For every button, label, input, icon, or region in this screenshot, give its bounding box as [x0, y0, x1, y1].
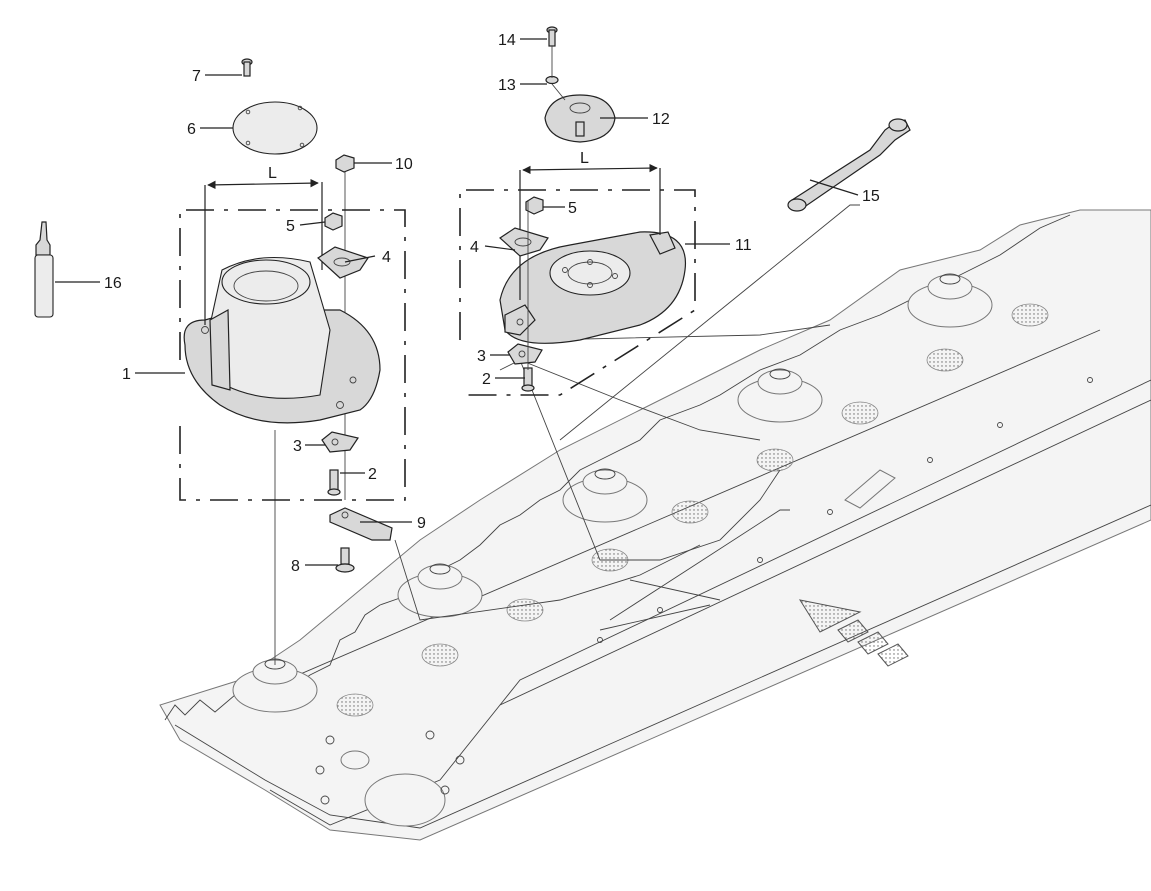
callout-labels: 1 2 2 3 3 4 4 5 5 6 7 8 9 10 11 12 13 14…: [104, 32, 880, 575]
plate-part-3-right: [507, 343, 543, 365]
callout-13: 13: [498, 77, 516, 94]
bolt-part-2-left: [327, 469, 341, 496]
callout-8: 8: [291, 558, 300, 575]
nut-part-5-right: [525, 196, 544, 215]
bearing-housing-1: [232, 658, 318, 713]
callout-12: 12: [652, 111, 670, 128]
callout-14: 14: [498, 32, 516, 49]
bearing-housing-4: [737, 368, 823, 423]
callout-1: 1: [122, 366, 131, 383]
dimension-left-label: L: [268, 165, 277, 182]
callout-7: 7: [192, 68, 201, 85]
cover-plate-part-6: [232, 101, 318, 155]
drum-housing-part-1: [183, 256, 381, 424]
callout-2-right: 2: [482, 371, 491, 388]
bolt-part-7: [241, 58, 253, 77]
plate-part-3-left: [321, 431, 359, 453]
direction-arrow: [798, 599, 909, 667]
callout-4-right: 4: [470, 239, 479, 256]
left-dashed-group-frame: [179, 209, 406, 501]
bracket-part-4-left: [317, 246, 369, 279]
callout-10: 10: [395, 156, 413, 173]
nut-part-5-left: [324, 212, 343, 231]
callout-5-right: 5: [568, 200, 577, 217]
cutter-bar-frame: [159, 209, 1151, 841]
bolt-part-8: [335, 547, 355, 573]
nut-part-10: [335, 154, 355, 173]
callout-15: 15: [862, 188, 880, 205]
callout-11: 11: [735, 237, 752, 254]
right-dashed-group-frame: [459, 189, 696, 396]
callout-16: 16: [104, 275, 122, 292]
leader-lines: [55, 38, 859, 566]
bolt-part-14: [546, 26, 558, 47]
wrench-part-15: [787, 118, 911, 212]
callout-3-left: 3: [293, 438, 302, 455]
dimension-right-label: L: [580, 150, 589, 167]
callout-9: 9: [417, 515, 426, 532]
bearing-housing-3: [562, 468, 648, 523]
blade-part-9: [329, 507, 393, 541]
bolt-part-2-right: [521, 367, 535, 392]
bearing-housing-2: [397, 563, 483, 618]
disc-part-11: [499, 231, 687, 344]
callout-6: 6: [187, 121, 196, 138]
callout-5-left: 5: [286, 218, 295, 235]
bearing-housing-5: [907, 273, 993, 328]
bracket-part-4-right: [499, 227, 549, 257]
grease-tube-part-16: [34, 221, 54, 318]
callout-4-left: 4: [382, 249, 391, 266]
callout-3-right: 3: [477, 348, 486, 365]
callout-2-left: 2: [368, 466, 377, 483]
